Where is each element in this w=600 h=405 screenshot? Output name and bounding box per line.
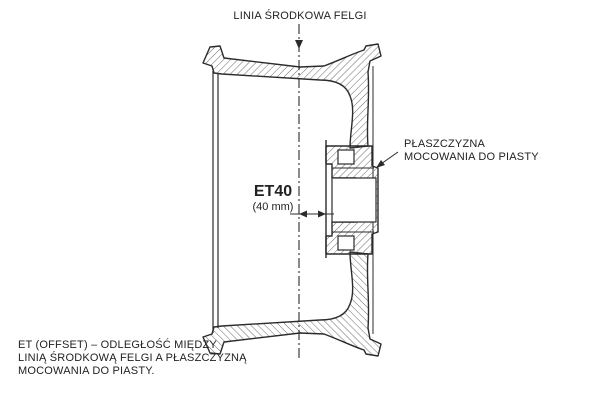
rim-lower-section	[202, 251, 382, 357]
caption-line: LINIĄ ŚRODKOWĄ FELGI A PŁASZCZYZNĄ	[18, 352, 247, 364]
hub-plane-leader-arrow-icon	[376, 160, 385, 168]
offset-value: ET40	[253, 183, 293, 200]
centerline-arrow-icon	[295, 40, 303, 49]
hub-plane-label: PŁASZCZYZNA MOCOWANIA DO PIASTY	[404, 138, 539, 164]
rim-flange-left	[212, 71, 219, 333]
caption: ET (OFFSET) – ODLEGŁOŚĆ MIĘDZY LINIĄ ŚRO…	[18, 339, 247, 378]
offset-arrow-right-icon	[318, 210, 326, 218]
hub-plane-label-line: PŁASZCZYZNA	[404, 138, 486, 150]
rim-upper-section	[202, 43, 382, 149]
hub-plane-label-line: MOCOWANIA DO PIASTY	[404, 151, 539, 163]
caption-line: ET (OFFSET) – ODLEGŁOŚĆ MIĘDZY	[18, 339, 217, 351]
bolt-hole-lower	[337, 235, 355, 251]
hub-plane-leader	[380, 151, 399, 165]
caption-line: MOCOWANIA DO PIASTY.	[18, 365, 155, 377]
centerline-label: LINIA ŚRODKOWA FELGI	[233, 10, 367, 22]
center-bore	[331, 177, 377, 223]
offset-mm: (40 mm)	[252, 201, 294, 213]
bolt-hole-upper	[337, 149, 355, 165]
offset-arrow-left-icon	[299, 210, 307, 218]
